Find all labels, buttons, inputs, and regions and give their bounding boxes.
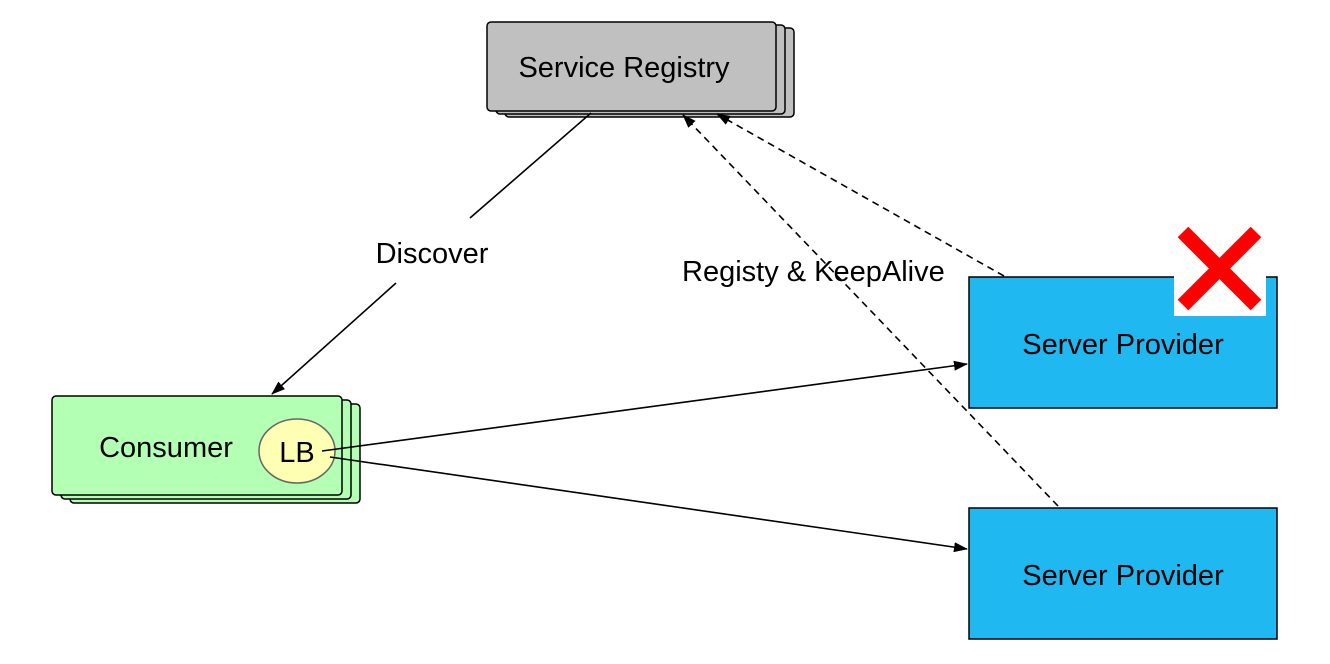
server-provider-bottom-label: Server Provider <box>1022 560 1224 592</box>
service-registry-node: Service Registry <box>486 21 795 118</box>
red-x-icon <box>1174 222 1266 316</box>
consumer-node: Consumer LB <box>51 395 361 504</box>
discover-label: Discover <box>376 238 489 270</box>
discover-edge: Discover <box>271 112 592 395</box>
provider-bottom-to-registry-edge <box>682 114 1059 507</box>
load-balancer-label: LB <box>279 437 314 469</box>
server-provider-top-label: Server Provider <box>1022 329 1224 361</box>
consumer-label: Consumer <box>99 432 233 464</box>
lb-to-provider-bottom-edge <box>329 456 968 553</box>
lb-to-provider-top-edge <box>321 360 968 452</box>
server-provider-bottom-node: Server Provider <box>968 507 1278 640</box>
load-balancer-circle <box>258 418 336 484</box>
provider-top-to-registry-edge <box>716 113 1005 277</box>
server-provider-bottom-box <box>968 507 1278 640</box>
server-provider-top-node: Server Provider <box>968 222 1278 409</box>
register-keepalive-edges: Registy & KeepAlive <box>682 113 1059 507</box>
registry-label: Service Registry <box>518 52 730 84</box>
register-keepalive-label: Registy & KeepAlive <box>682 256 945 288</box>
registry-box <box>486 21 777 112</box>
